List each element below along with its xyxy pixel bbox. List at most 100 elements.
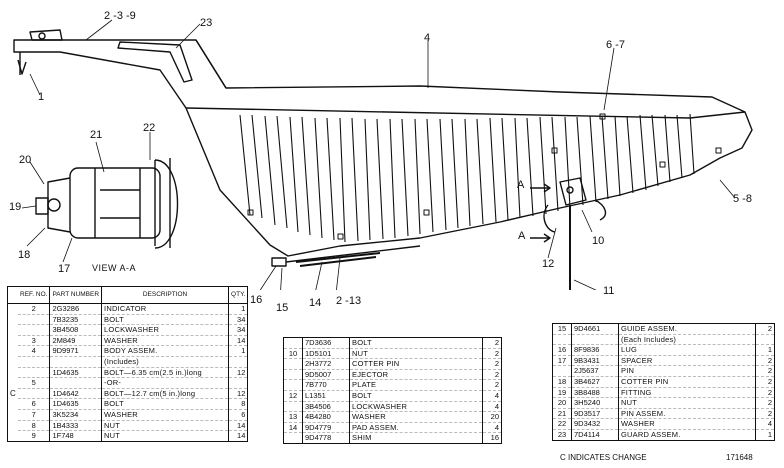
- part-number: L1351: [302, 390, 350, 402]
- change-marker: [8, 367, 19, 378]
- part-number: 1B4333: [49, 420, 103, 432]
- callout-12: 12: [542, 258, 555, 270]
- ref-number: [283, 337, 303, 349]
- callout-16: 16: [250, 294, 263, 306]
- part-number: 9D3432: [571, 418, 619, 430]
- header-description: DESCRIPTION: [101, 286, 229, 304]
- description: -OR-: [101, 377, 229, 389]
- description: WASHER: [101, 409, 229, 421]
- quantity: 2: [482, 337, 502, 349]
- ref-number: [18, 314, 51, 326]
- quantity: 2: [755, 387, 775, 399]
- callout-17: 17: [58, 263, 71, 275]
- change-marker: C: [10, 388, 16, 398]
- description: PIN ASSEM.: [618, 408, 756, 420]
- quantity: [228, 377, 248, 389]
- description: FITTING: [618, 387, 756, 399]
- ref-number: 12: [283, 390, 303, 402]
- description: COTTER PIN: [349, 358, 483, 370]
- ref-number: 2: [18, 303, 51, 315]
- quantity: 1: [755, 429, 775, 441]
- description: BOLT—12.7 cm(5 in.)long: [101, 388, 229, 400]
- description: LOCKWASHER: [349, 401, 483, 413]
- quantity: 2: [755, 355, 775, 367]
- description: BOLT: [349, 390, 483, 402]
- ref-number: [283, 401, 303, 413]
- quantity: 1: [228, 345, 248, 357]
- description: WASHER: [101, 335, 229, 347]
- description: GUARD ASSEM.: [618, 429, 756, 441]
- description: WASHER: [349, 411, 483, 423]
- part-number: [49, 356, 103, 368]
- ref-number: 16: [552, 344, 572, 356]
- part-number: 9D5007: [302, 369, 350, 381]
- ref-number: [18, 356, 51, 368]
- callout-4: 4: [424, 32, 431, 44]
- change-marker: [8, 304, 19, 315]
- table-row: (Includes): [8, 356, 248, 368]
- description: SPACER: [618, 355, 756, 367]
- description: NUT: [349, 348, 483, 360]
- ref-number: [18, 324, 51, 336]
- description: LOCKWASHER: [101, 324, 229, 336]
- ref-number: [552, 365, 572, 377]
- description: EJECTOR: [349, 369, 483, 381]
- description: (Includes): [101, 356, 229, 368]
- change-marker: [8, 314, 19, 325]
- part-number: 1F748: [49, 430, 103, 442]
- ref-number: 9: [18, 430, 51, 442]
- callout-a-lower: A: [518, 230, 526, 242]
- quantity: [755, 334, 775, 346]
- change-marker: [8, 335, 19, 346]
- header-ref-no: REF. NO.: [18, 286, 51, 304]
- description: BOLT: [349, 337, 483, 349]
- ref-number: [552, 334, 572, 346]
- quantity: 34: [228, 324, 248, 336]
- quantity: 1: [228, 303, 248, 315]
- quantity: 4: [755, 418, 775, 430]
- part-number: 7B770: [302, 379, 350, 391]
- callout-1: 1: [38, 91, 45, 103]
- callout-a-upper: A: [517, 179, 525, 191]
- callout-15: 15: [276, 302, 289, 314]
- exploded-body-diagram: [13, 19, 753, 290]
- quantity: 2: [482, 379, 502, 391]
- view-a-a-roller: [35, 158, 179, 249]
- callout-21: 21: [90, 129, 103, 141]
- part-number: 1D4635: [49, 398, 103, 410]
- ref-number: 18: [552, 376, 572, 388]
- part-number: 9D4779: [302, 422, 350, 434]
- description: INDICATOR: [101, 303, 229, 315]
- ref-number: [18, 388, 51, 400]
- illustration-number: 171648: [726, 453, 753, 462]
- part-number: 2M849: [49, 335, 103, 347]
- ref-number: 3: [18, 335, 51, 347]
- part-number: 2H3772: [302, 358, 350, 370]
- ref-number: 5: [18, 377, 51, 389]
- body-outline: [13, 39, 753, 257]
- quantity: 2: [755, 408, 775, 420]
- quantity: [228, 356, 248, 368]
- view-a-a-label: VIEW A-A: [92, 263, 137, 273]
- part-number: 7D3636: [302, 337, 350, 349]
